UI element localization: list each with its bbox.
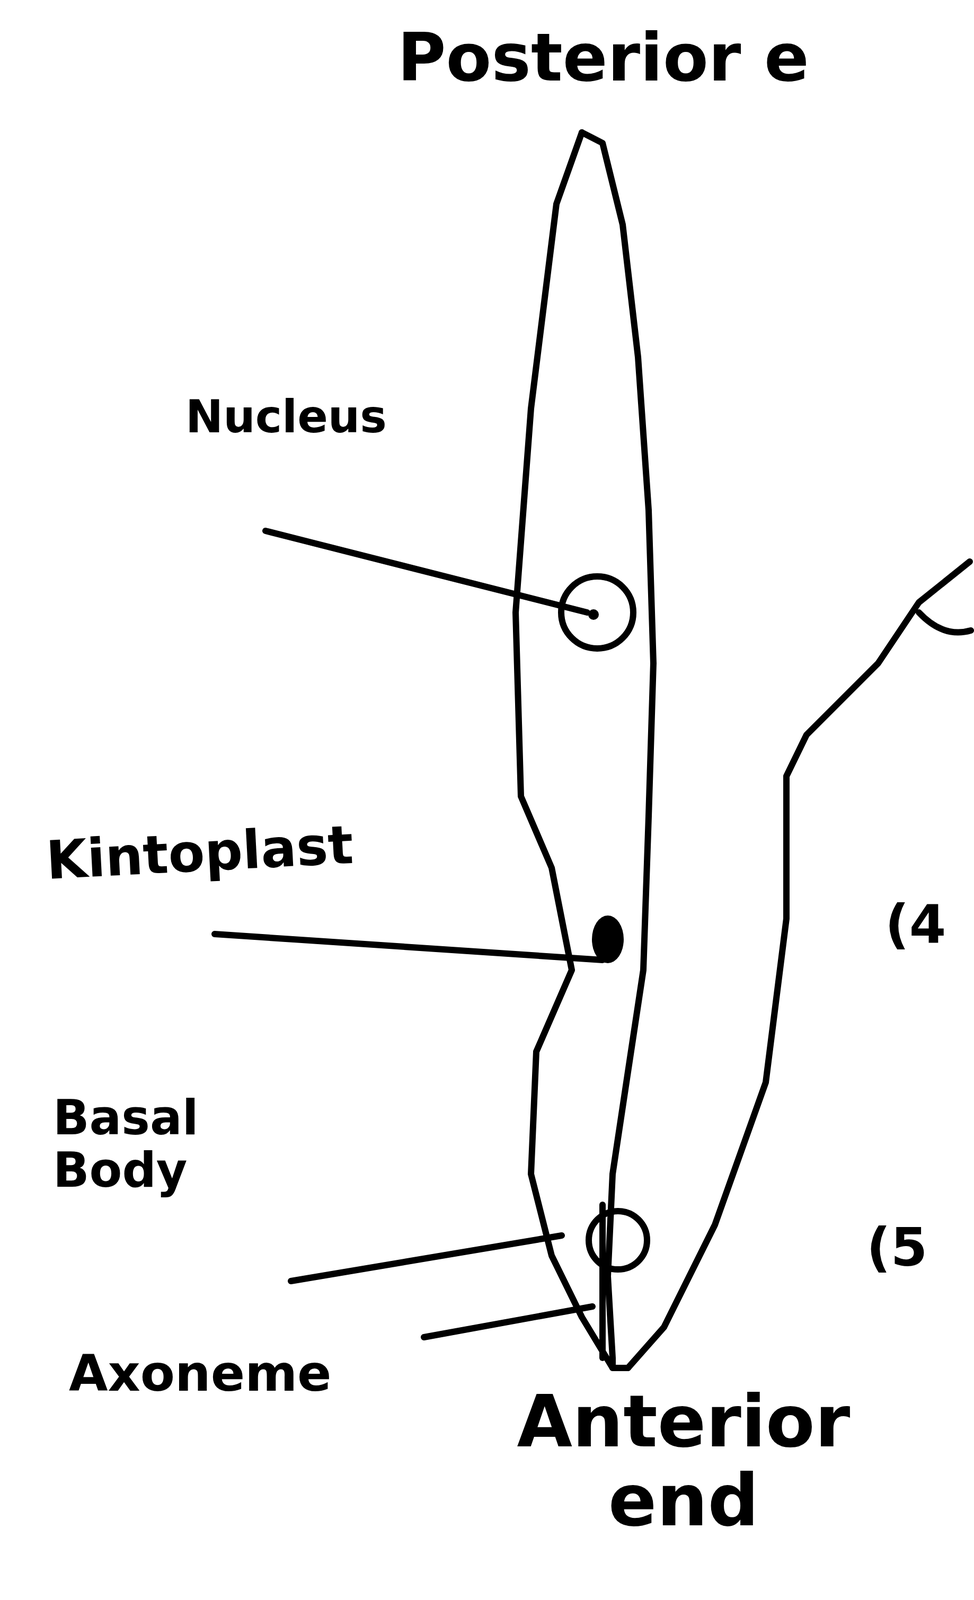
flagellum-loop xyxy=(918,612,971,633)
cell-outline-right xyxy=(581,132,654,1369)
cell-outline-left xyxy=(515,132,613,1369)
leader-line xyxy=(290,1235,562,1282)
leader-line xyxy=(265,530,588,613)
axoneme-line xyxy=(599,1205,606,1359)
part-label: Basal Body xyxy=(52,1091,276,1197)
end-label: Posterior e xyxy=(397,21,810,95)
callout-number: (4 xyxy=(884,895,946,954)
nucleolus-dot xyxy=(588,609,599,621)
flagellum xyxy=(627,561,970,1369)
part-label: Kintoplast xyxy=(44,816,355,891)
leader-line xyxy=(423,1306,593,1338)
end-label: Anterior end xyxy=(466,1383,901,1541)
part-label: Nucleus xyxy=(185,392,387,442)
leader-line xyxy=(214,934,603,961)
callout-number: (5 xyxy=(866,1218,928,1278)
nucleus-circle xyxy=(561,576,634,649)
basal-body-circle xyxy=(588,1211,648,1270)
kinetoplast-dot xyxy=(591,915,624,964)
part-label: Axoneme xyxy=(68,1346,332,1402)
